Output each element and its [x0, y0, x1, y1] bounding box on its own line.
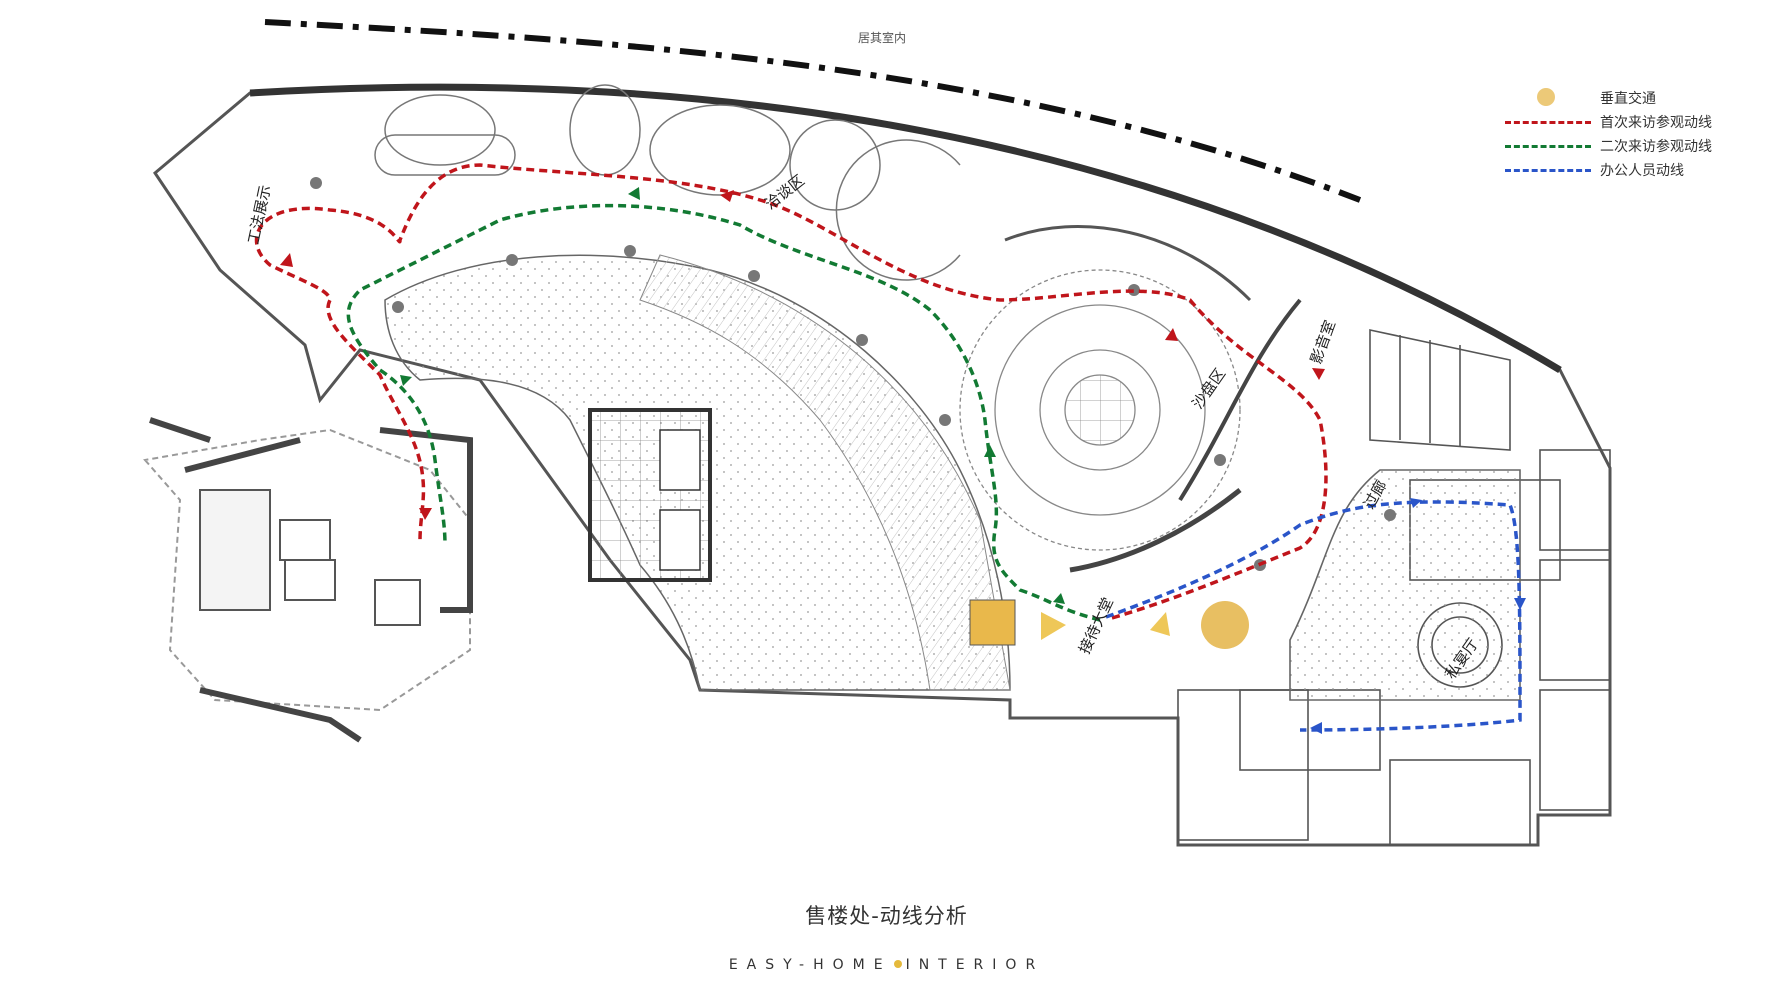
zone-label-sand-table: 沙盘区 — [1189, 365, 1230, 412]
legend-label: 办公人员动线 — [1600, 163, 1684, 179]
reception-curve — [1069, 488, 1242, 573]
zone-label-av-room: 影音室 — [1307, 318, 1339, 366]
sand-table-area — [959, 269, 1241, 551]
office-staff-route-line — [1105, 500, 1522, 732]
route-arrows — [280, 187, 1526, 734]
legend-item-first-visit: 首次来访参观动线 — [1505, 110, 1735, 134]
lower-right-offices — [1177, 449, 1611, 846]
legend-item-second-visit: 二次来访参观动线 — [1505, 134, 1735, 158]
legend-label: 首次来访参观动线 — [1600, 115, 1712, 131]
washrooms — [1369, 329, 1511, 451]
zone-label-negotiation: 洽谈区 — [761, 171, 808, 213]
legend-swatch — [1505, 145, 1591, 148]
zone-label-craft-display: 工法展示 — [244, 183, 274, 245]
legend-dot — [1537, 88, 1555, 106]
legend-label: 二次来访参观动线 — [1600, 139, 1712, 155]
brand-right: INTERIOR — [905, 957, 1045, 973]
legend-item-vertical-traffic: 垂直交通 — [1505, 86, 1735, 110]
brand-left: EASY-HOME — [728, 957, 892, 973]
left-tower-core — [143, 417, 473, 743]
legend-item-office-staff: 办公人员动线 — [1505, 158, 1735, 182]
vertical-traffic-markers — [969, 599, 1249, 649]
second-visit-route-line — [346, 203, 1101, 622]
legend: 垂直交通 首次来访参观动线 二次来访参观动线 办公人员动线 — [1505, 86, 1735, 182]
stair-core-center — [588, 408, 712, 582]
legend-swatch — [1505, 121, 1591, 124]
legend-swatch — [1505, 169, 1591, 172]
brand-footer: EASY-HOME INTERIOR — [0, 957, 1773, 973]
brand-dot — [893, 960, 902, 968]
top-label: 居其室内 — [858, 30, 906, 45]
zone-label-reception: 接待大堂 — [1075, 595, 1117, 657]
upper-rooms — [374, 84, 1252, 302]
diagram-caption: 售楼处-动线分析 — [805, 904, 968, 928]
legend-label: 垂直交通 — [1600, 91, 1656, 107]
property-boundary-line — [264, 19, 1362, 203]
first-visit-route-line — [254, 163, 1328, 620]
